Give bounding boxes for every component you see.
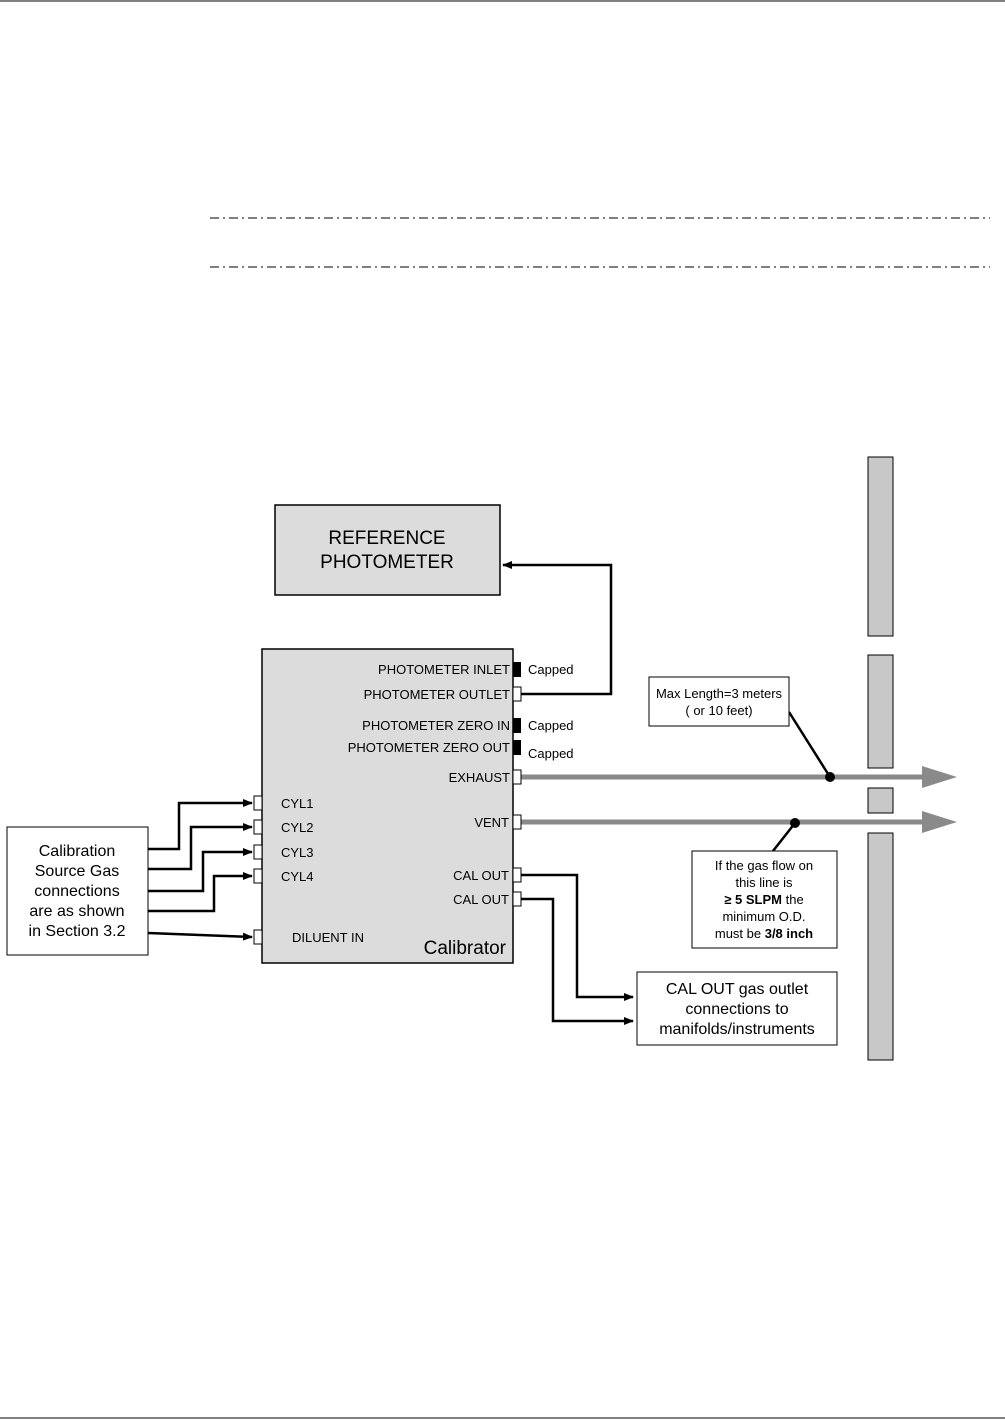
reference-photometer-box: [274, 504, 501, 596]
port-label-photometer-zero-in: PHOTOMETER ZERO IN: [362, 718, 510, 733]
source-gas-note-line-1: Calibration: [39, 843, 115, 860]
gas-flow-pointer-dot: [790, 818, 800, 828]
capped-label-zero-in: Capped: [528, 718, 574, 733]
gas-flow-note-flow-value: ≥ 5 SLPM: [724, 892, 782, 907]
gas-flow-note-line-3-rest: the: [782, 892, 804, 907]
port-label-cyl3: CYL3: [281, 845, 314, 860]
gas-flow-callout: If the gas flow on this line is ≥ 5 SLPM…: [691, 818, 838, 949]
cal-out-note-line-1: CAL OUT gas outlet: [666, 981, 809, 998]
port-vent: [512, 814, 522, 830]
cal-out-note-line-3: manifolds/instruments: [659, 1021, 815, 1038]
port-label-cyl2: CYL2: [281, 820, 314, 835]
reference-photometer-label-1: REFERENCE: [328, 528, 445, 549]
calibrator-label: Calibrator: [424, 938, 507, 959]
port-cyl4: [253, 868, 263, 884]
gas-flow-note-box: [691, 850, 838, 949]
wall-segment: [867, 654, 894, 769]
wall: [867, 456, 894, 1061]
port-photometer-outlet: [512, 686, 522, 702]
gas-flow-note-line-2: this line is: [735, 875, 793, 890]
max-length-callout: Max Length=3 meters ( or 10 feet): [648, 676, 835, 782]
cal-out-note-box: [636, 971, 838, 1046]
gas-flow-note-line-3: ≥ 5 SLPM the: [724, 892, 803, 907]
max-length-note-line-2: ( or 10 feet): [685, 703, 752, 718]
source-gas-note-line-4: are as shown: [29, 903, 124, 920]
gas-flow-note-line-4: minimum O.D.: [722, 909, 805, 924]
port-photometer-zero-out-capped: [513, 740, 521, 755]
port-cyl1: [253, 795, 263, 811]
wall-segment: [867, 456, 894, 637]
port-diluent-in: [253, 929, 263, 945]
port-label-exhaust: EXHAUST: [449, 770, 510, 785]
port-label-cyl4: CYL4: [281, 869, 314, 884]
port-photometer-zero-in-capped: [513, 718, 521, 733]
gas-flow-note-od-value: 3/8 inch: [765, 926, 813, 941]
port-cal-out-2: [512, 891, 522, 907]
wall-segment: [867, 832, 894, 1061]
source-gas-note-line-3: connections: [34, 883, 119, 900]
port-exhaust: [512, 769, 522, 785]
exhaust-line: [521, 766, 957, 788]
photometer-outlet-line: [502, 561, 613, 696]
source-gas-note: Calibration Source Gas connections are a…: [6, 826, 149, 956]
cal-out-note-line-2: connections to: [685, 1001, 788, 1018]
source-gas-lines: [147, 799, 253, 941]
port-cyl3: [253, 844, 263, 860]
reference-photometer-label-2: PHOTOMETER: [320, 552, 454, 573]
port-label-photometer-zero-out: PHOTOMETER ZERO OUT: [348, 740, 510, 755]
port-label-cyl1: CYL1: [281, 796, 314, 811]
port-cal-out-1: [512, 867, 522, 883]
port-label-photometer-outlet: PHOTOMETER OUTLET: [364, 687, 510, 702]
max-length-note-box: [648, 676, 790, 727]
port-photometer-inlet-capped: [513, 662, 521, 677]
gas-flow-note-line-1: If the gas flow on: [715, 858, 813, 873]
calibrator: PHOTOMETER INLET PHOTOMETER OUTLET PHOTO…: [253, 648, 522, 964]
port-label-photometer-inlet: PHOTOMETER INLET: [378, 662, 510, 677]
source-gas-note-box: [6, 826, 149, 956]
max-length-note-line-1: Max Length=3 meters: [656, 686, 783, 701]
port-cyl2: [253, 819, 263, 835]
source-gas-note-line-2: Source Gas: [35, 863, 119, 880]
cal-out-note: CAL OUT gas outlet connections to manifo…: [636, 971, 838, 1046]
source-gas-note-line-5: in Section 3.2: [29, 923, 126, 940]
wall-segment: [867, 787, 894, 814]
reference-photometer: REFERENCE PHOTOMETER: [274, 504, 501, 596]
gas-flow-note-line-5: must be 3/8 inch: [715, 926, 813, 941]
port-label-vent: VENT: [474, 815, 509, 830]
capped-label-inlet: Capped: [528, 662, 574, 677]
calibrator-box: [261, 648, 514, 964]
cal-out-lines: [521, 873, 634, 1025]
gas-flow-note-line-5-pre: must be: [715, 926, 765, 941]
max-length-pointer-dot: [825, 772, 835, 782]
port-label-cal-out-2: CAL OUT: [453, 892, 509, 907]
capped-label-zero-out: Capped: [528, 746, 574, 761]
vent-line: [521, 811, 957, 833]
port-label-cal-out-1: CAL OUT: [453, 868, 509, 883]
port-label-diluent-in: DILUENT IN: [292, 930, 364, 945]
